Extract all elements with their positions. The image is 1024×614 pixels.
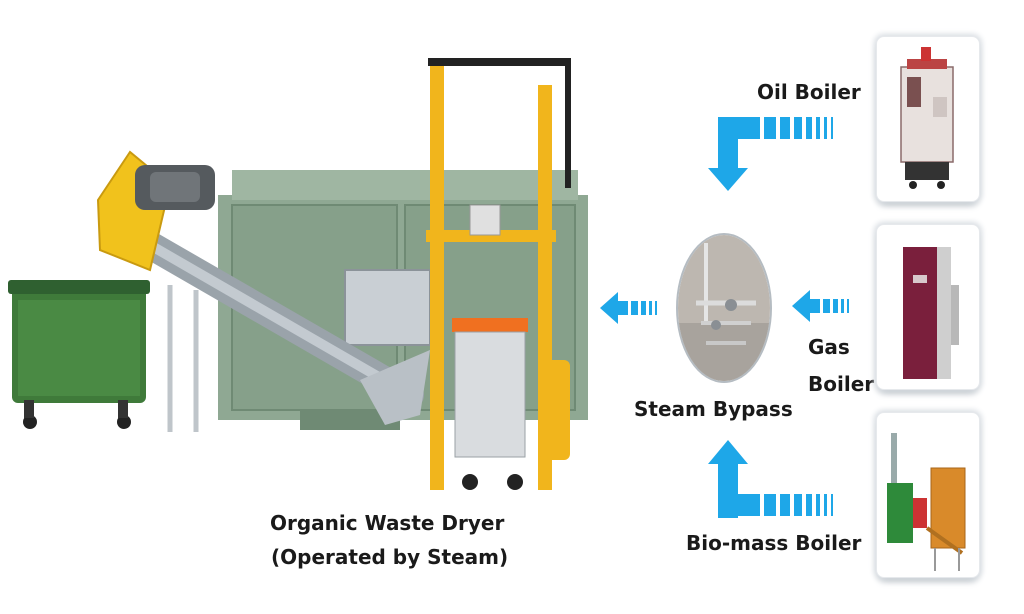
dryer-label-line1: Organic Waste Dryer [270, 511, 505, 535]
steam-bypass-photo [676, 233, 772, 383]
oil-boiler-icon [900, 47, 954, 189]
waste-cart [452, 318, 528, 490]
gas-boiler-label-line2: Boiler [808, 372, 875, 396]
motor-housing [96, 150, 215, 272]
oil-boiler-card [876, 36, 980, 202]
biomass-boiler-card [876, 412, 980, 578]
organic-waste-dryer-illustration [8, 58, 588, 490]
arrow-from-gas-boiler [792, 290, 849, 322]
green-waste-bin [8, 280, 150, 429]
biomass-boiler-icon [887, 433, 966, 571]
screw-conveyor [136, 231, 430, 432]
arrow-to-dryer [600, 292, 657, 324]
gas-boiler-icon [903, 247, 959, 379]
lift-frame [426, 58, 571, 490]
gas-boiler-label-line1: Gas [808, 335, 850, 359]
arrow-from-oil-boiler [708, 117, 833, 191]
steam-bypass-label: Steam Bypass [634, 397, 793, 421]
gas-boiler-card [876, 224, 980, 390]
biomass-boiler-label: Bio-mass Boiler [686, 531, 862, 555]
dryer-label-line2: (Operated by Steam) [271, 545, 509, 569]
arrow-from-biomass-boiler [708, 440, 833, 518]
oil-boiler-label: Oil Boiler [757, 80, 861, 104]
